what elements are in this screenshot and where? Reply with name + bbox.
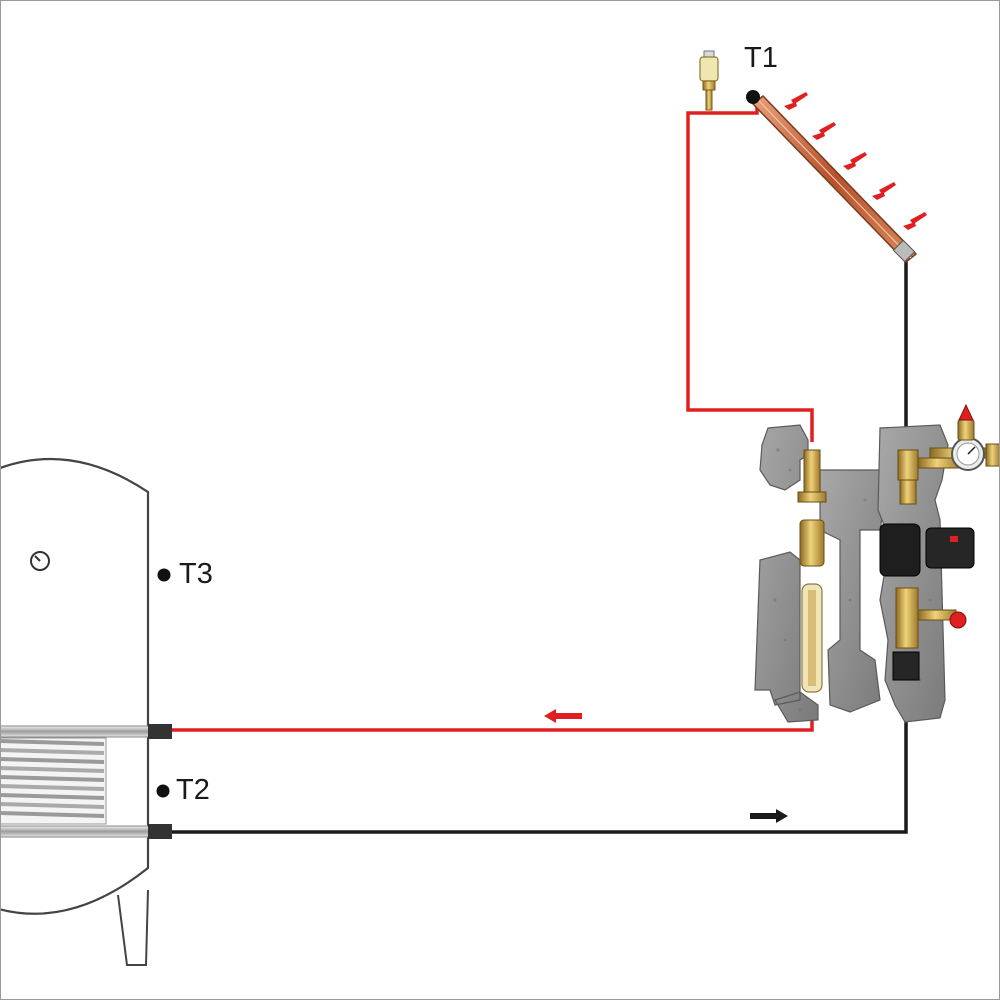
solar-collector (746, 90, 918, 264)
air-vent-icon (699, 50, 719, 111)
check-valve (897, 449, 919, 481)
hot-return-pipe (172, 705, 814, 732)
flow-meter (803, 449, 821, 493)
sun-ray-arrow (843, 152, 867, 170)
sensor-t3-dot (157, 568, 171, 582)
insulation-center (819, 469, 886, 713)
drain-valve (892, 651, 920, 681)
pump-indicator (950, 536, 958, 542)
coil-outlet-pipe (0, 825, 151, 838)
sun-ray-arrow (812, 122, 836, 140)
cold-return-pipe (172, 700, 908, 834)
expansion-connector (985, 443, 1000, 467)
sun-ray-arrow (903, 212, 927, 230)
sensor-label-t2: T2 (176, 774, 210, 806)
fill-valve-handle (949, 611, 967, 629)
sun-ray-arrow (784, 92, 808, 110)
sun-ray-arrow (872, 182, 896, 200)
circulation-pump (879, 523, 921, 577)
pressure-gauge-icon (951, 437, 985, 471)
sensor-t2-dot (156, 784, 170, 798)
inlet-connector (148, 724, 172, 739)
flow-meter-body (799, 519, 825, 567)
insulation-shell (754, 424, 819, 723)
outlet-connector (148, 824, 172, 839)
cold-flow-arrow (750, 809, 788, 823)
coil-inlet-pipe (0, 725, 151, 738)
check-valve-stem (899, 479, 917, 505)
pump-motor (925, 527, 975, 569)
storage-tank (0, 457, 172, 966)
sensor-label-t3: T3 (179, 558, 213, 590)
tank-body (0, 457, 150, 915)
heat-exchanger-coil (0, 737, 107, 825)
sensor-label-t1: T1 (744, 42, 778, 74)
flow-meter-valve (797, 491, 827, 503)
pump-station (754, 403, 1000, 723)
sun-ray-arrows (784, 92, 927, 230)
hot-flow-arrow (544, 709, 582, 723)
lower-valve (895, 587, 919, 649)
thermometer-icon (30, 551, 50, 571)
safety-valve (957, 419, 975, 441)
sensor-t1-dot (746, 90, 760, 104)
tank-leg (117, 889, 149, 966)
flow-meter-tube-stripe (808, 590, 816, 686)
safety-valve-cap (958, 403, 974, 421)
hot-supply-pipe (686, 99, 814, 442)
